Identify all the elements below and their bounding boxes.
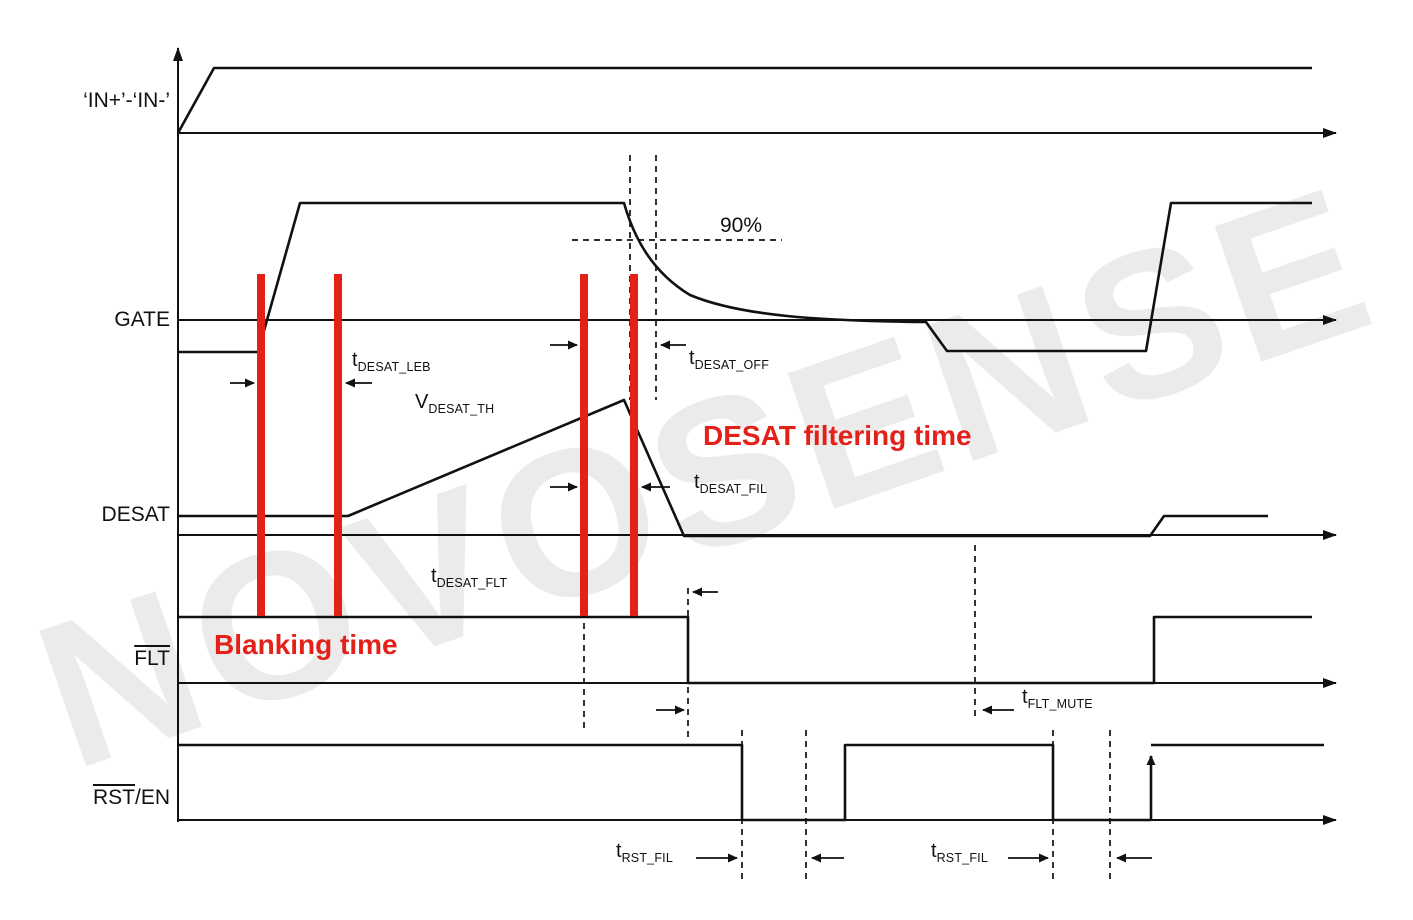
rst-overlined-text: RST: [92, 786, 135, 809]
red-marker-bars: [257, 274, 638, 616]
blanking-time-label: Blanking time: [214, 629, 398, 660]
measure-arrows: [230, 340, 1152, 863]
desat-filtering-time-label: DESAT filtering time: [703, 420, 972, 451]
t-flt-mute-label: tFLT_MUTE: [1022, 686, 1093, 711]
signal-label-in: ‘IN+’-‘IN-’: [83, 89, 170, 112]
t-rst-fil-right-label: tRST_FIL: [931, 840, 988, 865]
flt-overlined-text: FLT: [134, 647, 170, 670]
rst-signal-path: [178, 743, 1151, 822]
in-signal-path: [176, 66, 1312, 134]
signal-label-desat: DESAT: [101, 503, 170, 526]
signal-label-rst: RST/EN: [24, 786, 170, 810]
t-desat-flt-label: tDESAT_FLT: [431, 565, 508, 590]
signal-label-gate: GATE: [114, 308, 170, 331]
flt-signal-path: [178, 615, 1312, 685]
desat-signal-path: [178, 398, 1268, 538]
t-desat-off-label: tDESAT_OFF: [689, 347, 770, 372]
v-desat-th-label: VDESAT_TH: [415, 391, 495, 416]
rst-suffix-text: /EN: [134, 786, 170, 809]
t-desat-leb-label: tDESAT_LEB: [352, 349, 431, 374]
t-desat-fil-label: tDESAT_FIL: [694, 471, 768, 496]
signal-traces: [176, 66, 1324, 822]
gate-signal-path: [178, 201, 1312, 354]
ninety-percent-label: 90%: [720, 214, 763, 237]
signal-label-flt: FLT: [24, 647, 170, 671]
t-rst-fil-left-label: tRST_FIL: [616, 840, 673, 865]
